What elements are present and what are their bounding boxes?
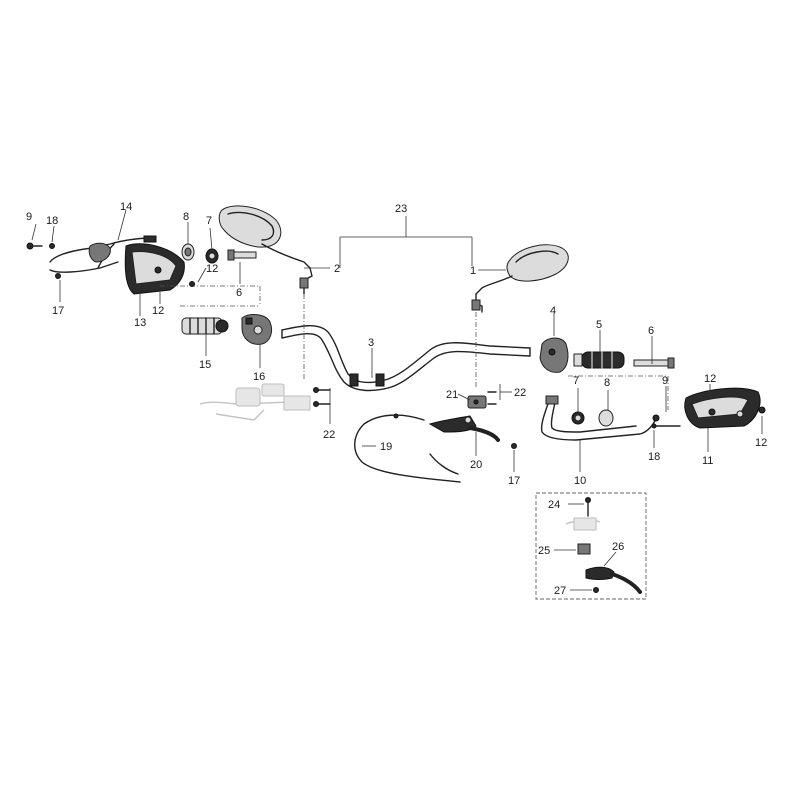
callout-12-left-b: 12 — [152, 305, 164, 317]
bar-end-bolt-left — [227, 249, 257, 261]
callout-27: 27 — [554, 585, 566, 597]
callout-18-left: 18 — [46, 215, 58, 227]
switch-housing-left — [241, 314, 273, 345]
callout-14: 14 — [120, 201, 132, 213]
callout-13: 13 — [134, 317, 146, 329]
spacer-left — [181, 243, 195, 261]
inset-ghost-clamp — [565, 517, 601, 531]
master-cylinder-left-ghost — [199, 383, 311, 421]
handguard-left-bracket — [49, 235, 157, 273]
inset-screw-27 — [593, 587, 599, 593]
callout-18-right: 18 — [648, 451, 660, 463]
callout-22-right: 22 — [514, 387, 526, 399]
callout-4: 4 — [550, 305, 556, 317]
callout-20: 20 — [470, 459, 482, 471]
callout-7-right: 7 — [573, 375, 579, 387]
callout-21: 21 — [446, 389, 458, 401]
callout-8-right: 8 — [604, 377, 610, 389]
bar-end-bolt-right — [633, 357, 675, 369]
mirror-right — [471, 244, 569, 388]
callout-3: 3 — [368, 337, 374, 349]
callout-2: 2 — [334, 263, 340, 275]
screw-right-17 — [511, 443, 517, 449]
inset-lever-26 — [585, 566, 642, 594]
callout-labels: 9 18 14 8 7 12 6 2 17 12 13 15 16 22 3 2… — [26, 201, 767, 597]
callout-12-right-a: 12 — [704, 373, 716, 385]
callout-9-right: 9 — [662, 375, 668, 387]
throttle-housing-right — [539, 337, 569, 373]
grip-left — [181, 317, 229, 335]
screw-right-12 — [758, 406, 766, 414]
callout-10: 10 — [574, 475, 586, 487]
callout-6-right: 6 — [648, 325, 654, 337]
bushing-right — [571, 411, 585, 425]
callout-12-right-b: 12 — [755, 437, 767, 449]
callout-12-left-a: 12 — [206, 263, 218, 275]
callout-5: 5 — [596, 319, 602, 331]
callout-9-left: 9 — [26, 211, 32, 223]
callout-7-left: 7 — [206, 215, 212, 227]
clamp-right — [467, 391, 497, 409]
callout-23: 23 — [395, 203, 407, 215]
callout-19: 19 — [380, 441, 392, 453]
assembly-bracket-23 — [339, 216, 473, 268]
mirror-left — [218, 205, 313, 380]
inset-screw-24 — [585, 497, 591, 503]
handguard-left-shell — [124, 243, 261, 307]
inset-block-25 — [577, 543, 591, 555]
callout-24: 24 — [548, 499, 560, 511]
washer-left-18 — [49, 243, 55, 249]
washer-right-18 — [651, 423, 657, 429]
detail-inset-box — [535, 492, 647, 600]
leader-lines — [31, 209, 763, 591]
callout-17-left: 17 — [52, 305, 64, 317]
clutch-cable — [354, 413, 461, 483]
callout-22-left: 22 — [323, 429, 335, 441]
callout-8-left: 8 — [183, 211, 189, 223]
callout-11: 11 — [702, 455, 713, 467]
bushing-left — [205, 248, 219, 264]
handguard-right-bracket — [540, 395, 660, 441]
spacer-right — [598, 409, 614, 427]
callout-17-right: 17 — [508, 475, 520, 487]
callout-6-left: 6 — [236, 287, 242, 299]
callout-25: 25 — [538, 545, 550, 557]
screw-left-12 — [189, 281, 195, 287]
callout-15: 15 — [199, 359, 211, 371]
clamp-bolts-left — [313, 387, 331, 407]
handlebar — [281, 325, 531, 392]
callout-26: 26 — [612, 541, 624, 553]
callout-16: 16 — [253, 371, 265, 383]
screw-left-17 — [55, 273, 61, 279]
grip-right — [573, 351, 625, 369]
handguard-right-shell — [684, 387, 761, 429]
callout-1: 1 — [470, 265, 476, 277]
clutch-lever-right — [428, 415, 500, 442]
